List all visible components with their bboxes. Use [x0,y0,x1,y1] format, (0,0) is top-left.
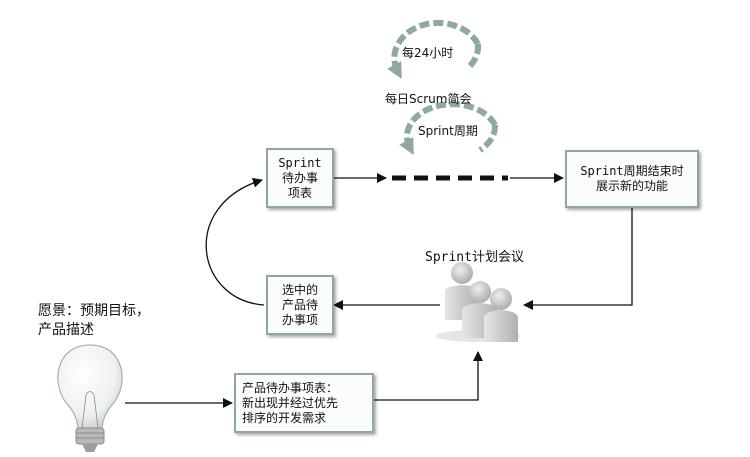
people-icon [436,262,520,342]
selected-line3: 办事项 [281,312,318,327]
daily-scrum-label: 每日Scrum简会 [385,92,472,106]
daily-cycle-arrow-icon [387,19,482,80]
arrow-demo-to-planning [523,206,633,310]
product-backlog-line1: 产品待办事项表： [242,380,339,395]
planning-meeting-label: Sprint计划会议 [425,250,524,265]
selected-line2: 产品待 [281,297,318,312]
selected-line1: 选中的 [281,282,318,297]
sprint-backlog-line1: Sprint [278,155,322,170]
sprint-cycle-arrow-icon [399,101,499,156]
daily-cycle-label: 每24小时 [402,46,454,60]
sprint-backlog-box: Sprint 待办事 项表 [266,148,334,208]
arrow-product-backlog-to-planning [372,351,483,401]
lightbulb-icon [57,344,123,452]
product-backlog-box: 产品待办事项表： 新出现并经过优先 排序的开发需求 [234,373,374,433]
vision-line2: 产品描述 [38,322,94,338]
product-backlog-line3: 排序的开发需求 [242,410,327,425]
sprint-end-line1: Sprint周期结束时 [580,164,684,178]
vision-line1: 愿景：预期目标， [38,303,150,319]
sprint-cycle-label: Sprint周期 [418,124,478,138]
sprint-end-line2: 展示新的功能 [595,179,668,193]
sprint-backlog-line2: 待办事 [281,170,318,185]
sprint-end-box: Sprint周期结束时 展示新的功能 [565,150,699,208]
product-backlog-line2: 新出现并经过优先 [242,395,339,410]
vision-label: 愿景：预期目标， 产品描述 [38,302,150,340]
selected-items-box: 选中的 产品待 办事项 [266,275,334,335]
arrow-selected-to-backlog [205,177,265,306]
sprint-backlog-line3: 项表 [287,185,312,200]
